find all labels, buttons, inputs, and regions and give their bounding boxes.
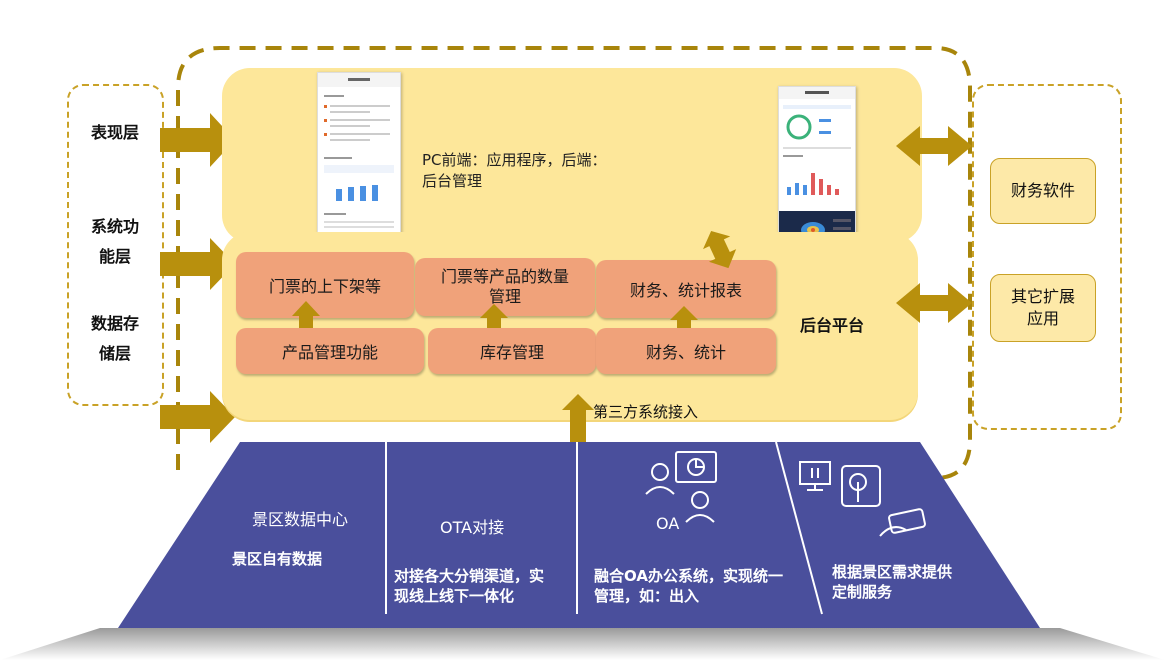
layer-labels-frame <box>67 84 164 406</box>
third-party-arrow-icon <box>562 394 594 456</box>
storage-layer-label: 数据存 储层 <box>90 314 139 363</box>
hand-card-icon <box>879 508 926 537</box>
updown-arrow-icon <box>703 230 737 269</box>
bidirectional-arrow-icon <box>896 283 972 323</box>
backend-platform-label: 后台平台 <box>800 316 865 335</box>
foundation-trapezoid <box>118 442 1040 628</box>
extensions-frame <box>972 84 1122 430</box>
third-party-label: 第三方系统接入 <box>593 403 699 421</box>
custom-service-description: 根据景区需求提供 定制服务 <box>832 563 953 601</box>
data-center-title: 景区数据中心 <box>252 510 349 529</box>
finance-stats-box: 财务、统计 <box>596 328 776 374</box>
up-arrow-icon <box>670 306 698 328</box>
monitor-icon <box>799 461 831 491</box>
touch-device-icon <box>841 465 881 507</box>
presentation-layer-label: 表现层 <box>90 123 139 142</box>
team-icon <box>645 451 717 523</box>
up-arrow-icon <box>480 304 508 328</box>
mobile-app-screenshot <box>317 72 401 234</box>
ticket-listing-box: 门票的上下架等 <box>236 252 414 318</box>
function-layer-label: 系统功 能层 <box>90 217 139 266</box>
oa-title: OA <box>656 514 680 533</box>
ota-description: 对接各大分销渠道，实 现线上线下一体化 <box>394 567 545 605</box>
storage-arrow-icon <box>160 391 235 443</box>
finance-software-box: 财务软件 <box>990 158 1096 224</box>
own-data-label: 景区自有数据 <box>232 550 323 568</box>
other-extensions-box: 其它扩展 应用 <box>990 274 1096 342</box>
frontend-description: PC前端：应用程序，后端： 后台管理 <box>422 151 607 190</box>
ota-title: OTA对接 <box>440 518 505 537</box>
product-management-box: 产品管理功能 <box>236 328 424 374</box>
dashboard-screenshot <box>778 86 856 250</box>
oa-description: 融合OA办公系统，实现统一 管理，如：出入 <box>594 567 783 605</box>
mobile-app-mockup-icon <box>318 73 400 228</box>
presentation-arrow-icon <box>160 113 235 167</box>
up-arrow-icon <box>292 301 320 328</box>
bidirectional-arrow-icon <box>896 126 972 166</box>
product-quantity-box: 门票等产品的数量 管理 <box>415 258 595 316</box>
ground-shadow <box>0 628 1165 660</box>
inventory-management-box: 库存管理 <box>428 328 596 374</box>
function-arrow-icon <box>160 238 235 290</box>
